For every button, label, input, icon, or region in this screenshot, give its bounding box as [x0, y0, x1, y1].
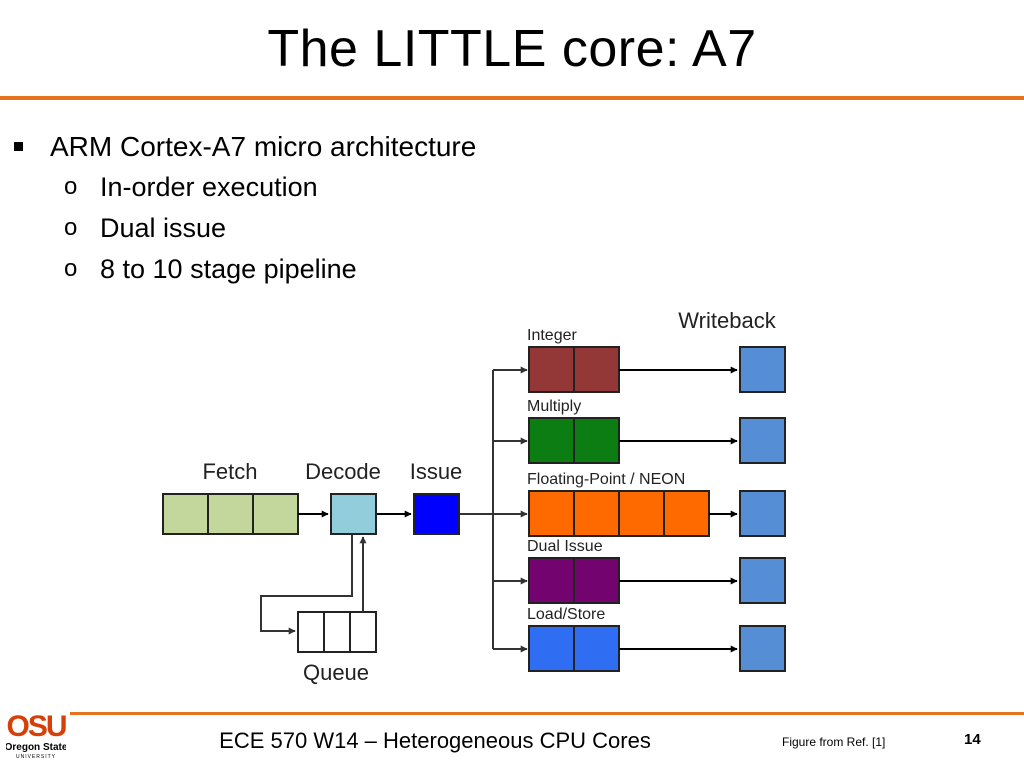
- page-number: 14: [964, 731, 981, 748]
- decode-stage: [330, 493, 377, 535]
- sub-bullet: o 8 to 10 stage pipeline: [64, 251, 404, 287]
- queue-label: Queue: [303, 660, 369, 685]
- writeback-stage: [739, 625, 786, 672]
- writeback-stage: [739, 557, 786, 604]
- sub-bullet-text: In-order execution: [100, 172, 318, 202]
- sub-bullet: o In-order execution: [64, 169, 404, 205]
- writeback-label: Writeback: [678, 308, 776, 333]
- pipeline-label: Dual Issue: [527, 538, 603, 555]
- circle-bullet-icon: o: [64, 255, 78, 282]
- queue-stage: [297, 611, 325, 653]
- title-divider: [0, 96, 1024, 100]
- bullet-main-text: ARM Cortex-A7 micro architecture: [50, 131, 477, 162]
- svg-text:Oregon State: Oregon State: [6, 742, 66, 753]
- fetch-label: Fetch: [202, 459, 257, 484]
- sub-bullet-text: 8 to 10 stage pipeline: [100, 254, 357, 284]
- issue-label: Issue: [410, 459, 463, 484]
- pipeline-stage: [573, 346, 620, 393]
- pipeline-stage: [573, 417, 620, 464]
- pipeline-stage: [528, 490, 575, 537]
- pipeline-label: Floating-Point / NEON: [527, 471, 685, 488]
- pipeline-stage: [573, 557, 620, 604]
- pipeline-label: Integer: [527, 327, 577, 344]
- writeback-stage: [739, 346, 786, 393]
- decode-label: Decode: [305, 459, 381, 484]
- pipeline-label: Load/Store: [527, 606, 605, 623]
- slide-title: The LITTLE core: A7: [267, 20, 757, 78]
- writeback-stage: [739, 417, 786, 464]
- logo-wordmark: OSU: [6, 710, 65, 743]
- decode-to-queue-arrow: [260, 535, 353, 635]
- issue-stage: [413, 493, 460, 535]
- pipeline-stage: [528, 625, 575, 672]
- writeback-stage: [739, 490, 786, 537]
- pipeline-stage: [618, 490, 665, 537]
- sub-bullet: o Dual issue: [64, 210, 404, 246]
- fetch-stage: [207, 493, 254, 535]
- pipeline-stage: [528, 557, 575, 604]
- osu-logo: OSU Oregon State UNIVERSITY: [6, 710, 66, 760]
- square-bullet-icon: [14, 142, 23, 151]
- figure-reference: Figure from Ref. [1]: [782, 735, 886, 749]
- circle-bullet-icon: o: [64, 173, 78, 200]
- queue-stage: [349, 611, 377, 653]
- pipeline-stage: [573, 625, 620, 672]
- bullet-main: ARM Cortex-A7 micro architecture: [14, 128, 476, 166]
- svg-text:UNIVERSITY: UNIVERSITY: [16, 754, 56, 760]
- pipeline-stage: [528, 417, 575, 464]
- pipeline-stage: [573, 490, 620, 537]
- sub-bullet-text: Dual issue: [100, 213, 227, 243]
- fetch-stage: [162, 493, 209, 535]
- queue-stage: [323, 611, 351, 653]
- circle-bullet-icon: o: [64, 214, 78, 241]
- pipeline-stage: [528, 346, 575, 393]
- pipeline-stage: [663, 490, 710, 537]
- fetch-stage: [252, 493, 299, 535]
- footer-divider: [70, 712, 1024, 715]
- footer-title: ECE 570 W14 – Heterogeneous CPU Cores: [219, 728, 651, 753]
- pipeline-label: Multiply: [527, 398, 581, 415]
